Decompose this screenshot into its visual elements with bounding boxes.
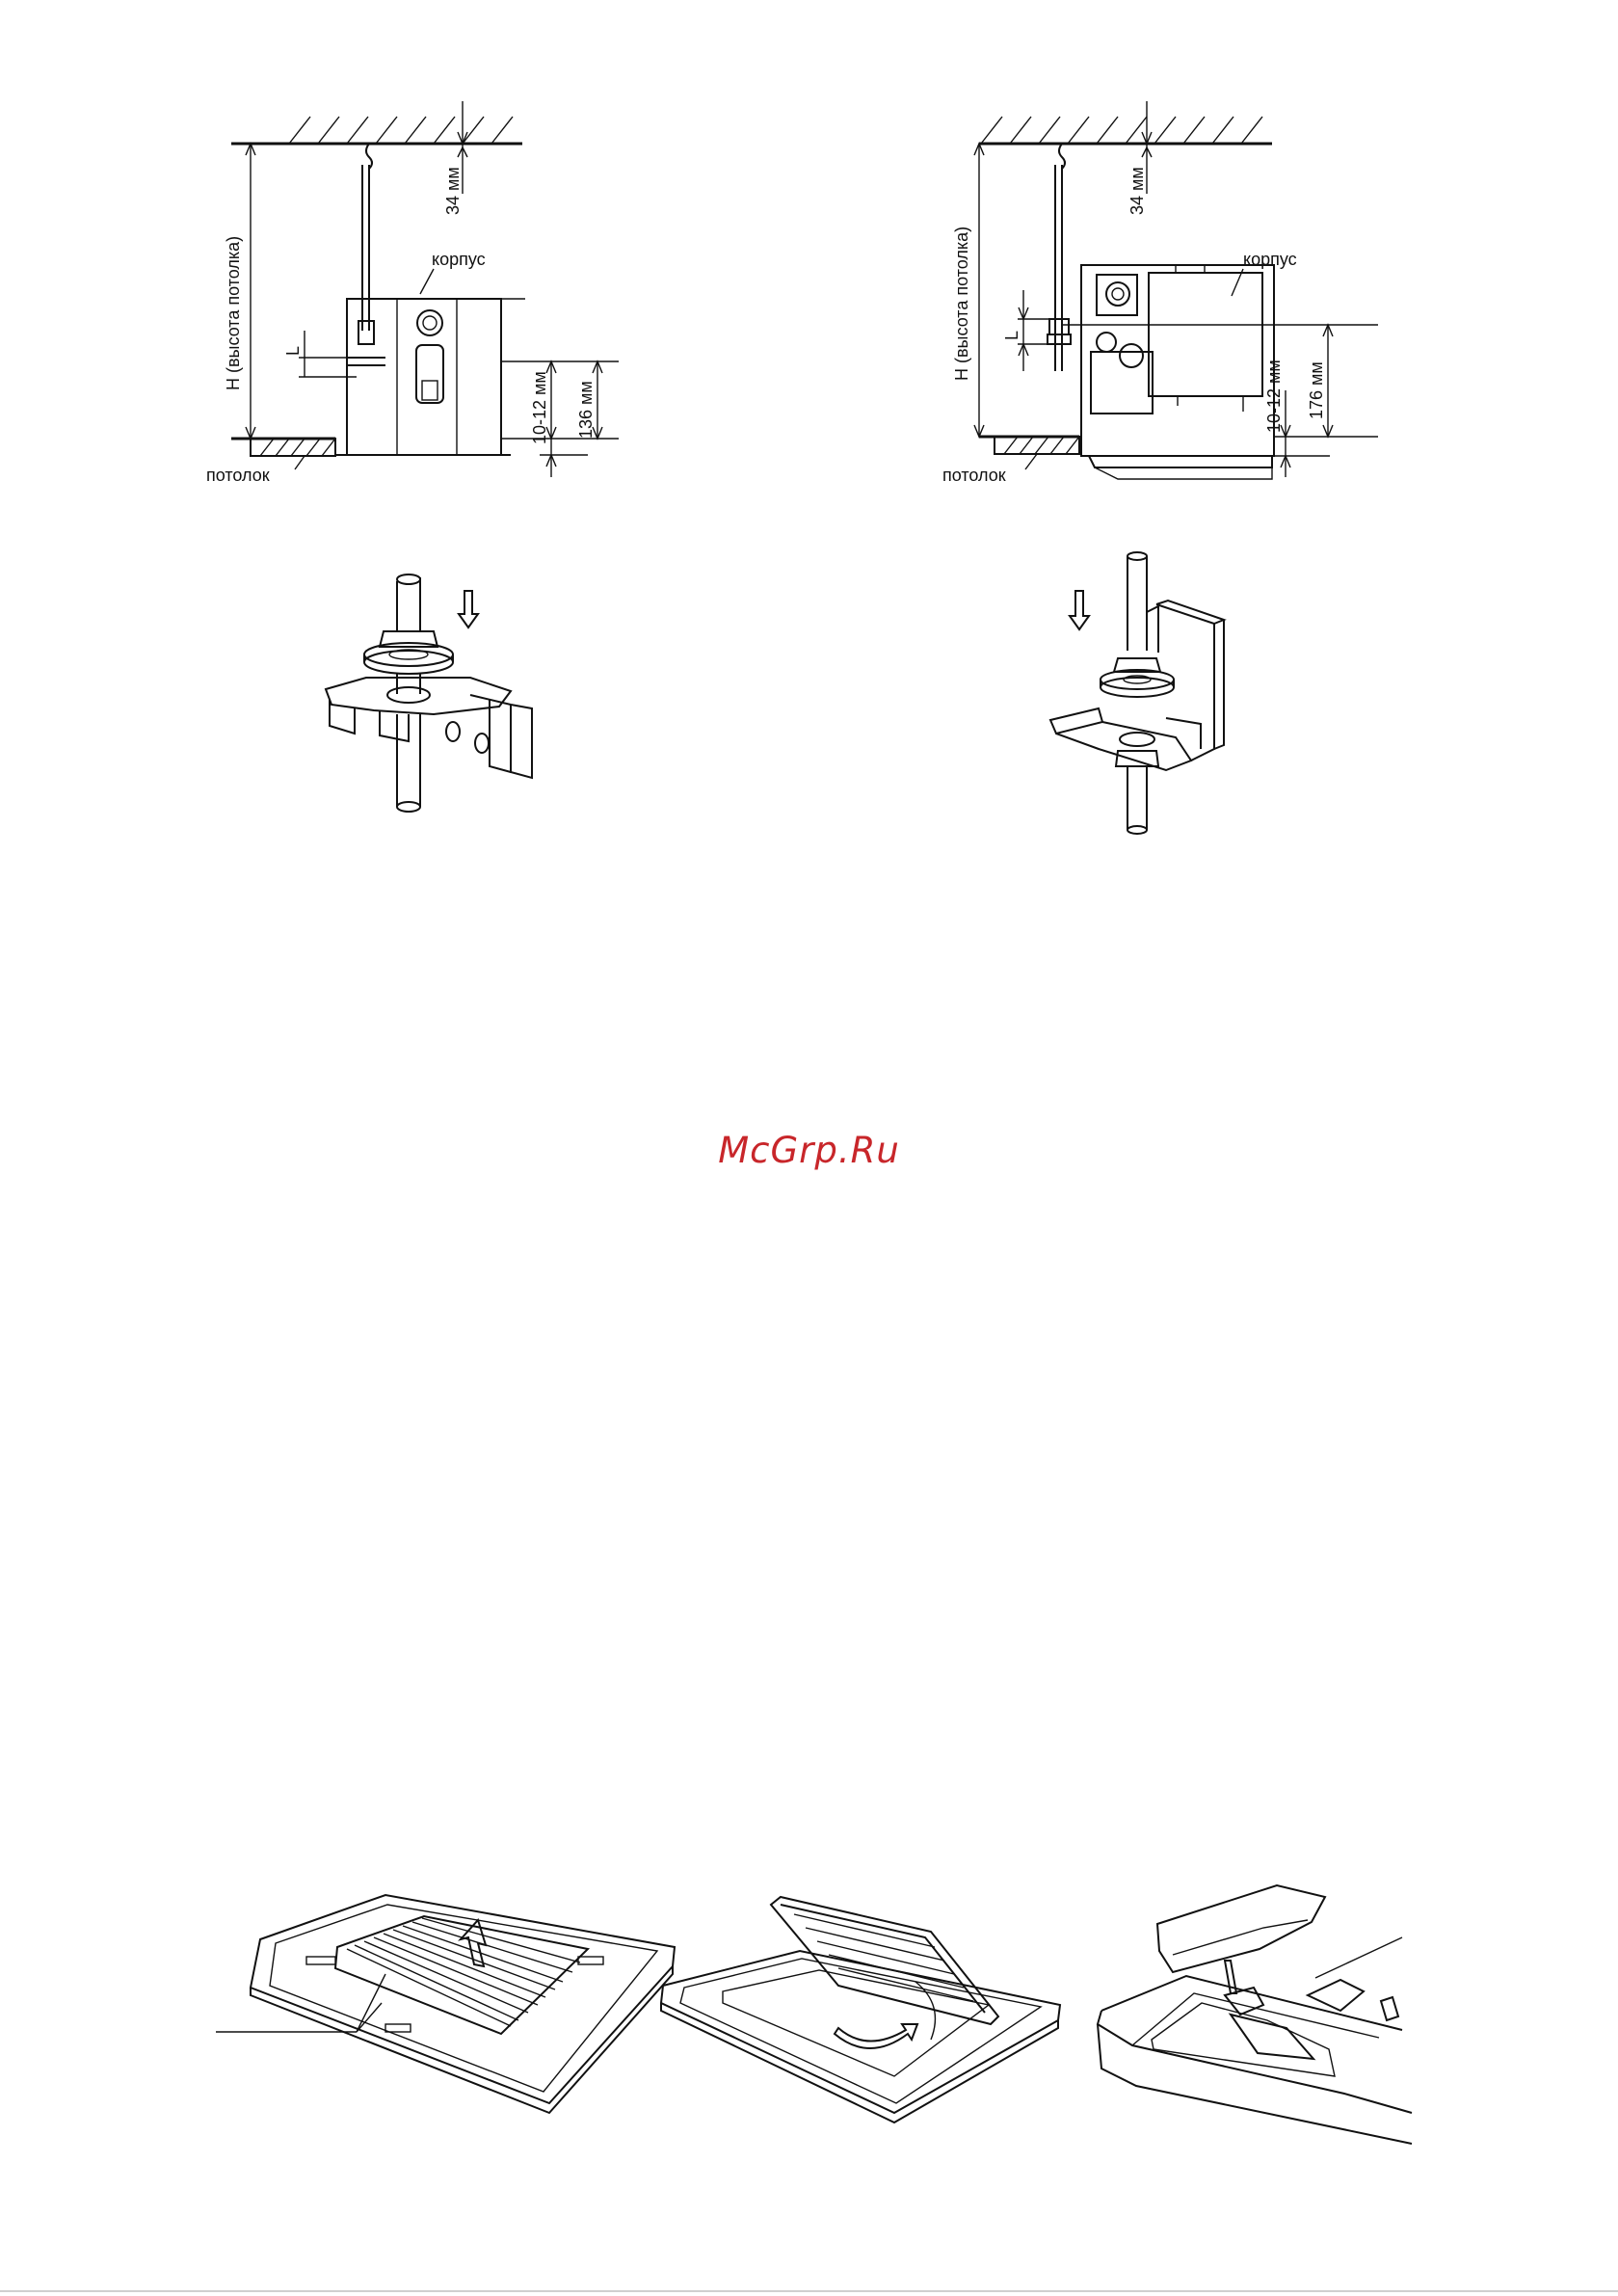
dim-34-label: 34 мм bbox=[443, 167, 463, 215]
housing-label: корпус bbox=[432, 250, 486, 269]
false-ceiling bbox=[979, 437, 1079, 454]
dim-l bbox=[1018, 290, 1048, 371]
unit-dimensions bbox=[501, 361, 619, 477]
dim-gap-label: 10-12 мм bbox=[530, 371, 549, 444]
ceiling-leader bbox=[295, 456, 305, 469]
dim-unit-label: 176 мм bbox=[1307, 361, 1326, 419]
dim-gap-label: 10-12 мм bbox=[1264, 360, 1284, 433]
dim-unit-label: 136 мм bbox=[576, 381, 596, 439]
panel-illustration-3 bbox=[1094, 1880, 1421, 2159]
panel-illustration-1 bbox=[212, 1889, 684, 2140]
page-bottom-rule bbox=[0, 2290, 1618, 2292]
down-arrow-icon bbox=[459, 591, 478, 627]
ceiling-label: потолок bbox=[942, 466, 1006, 485]
housing-label: корпус bbox=[1243, 250, 1297, 269]
hanger-diagram-left: корпус потолок H (высота потолка) 34 мм … bbox=[193, 101, 655, 487]
ceiling-slab bbox=[231, 117, 522, 144]
dim-l-label: L bbox=[283, 346, 303, 356]
hanger-rod bbox=[347, 144, 385, 365]
bracket-detail-left bbox=[308, 554, 559, 824]
ceiling-leader bbox=[1025, 454, 1037, 469]
ceiling-label: потолок bbox=[206, 466, 270, 485]
false-ceiling bbox=[231, 439, 511, 456]
hanger-diagram-right: корпус потолок H (высота потолка) 34 мм … bbox=[925, 101, 1388, 487]
housing-leader bbox=[420, 269, 434, 294]
hanger-rod bbox=[1048, 144, 1071, 371]
ceiling-slab bbox=[979, 117, 1272, 144]
height-dimension bbox=[246, 144, 255, 439]
height-dimension bbox=[974, 144, 984, 437]
unit-dimensions bbox=[1062, 325, 1378, 477]
dim-l-label: L bbox=[1002, 331, 1021, 340]
down-arrow-icon bbox=[1070, 591, 1089, 629]
watermark: McGrp.Ru bbox=[0, 1130, 1618, 1171]
dim-34-label: 34 мм bbox=[1127, 167, 1147, 215]
panel-illustration-2 bbox=[655, 1889, 1079, 2140]
height-label: H (высота потолка) bbox=[952, 227, 971, 381]
height-label: H (высота потолка) bbox=[224, 236, 243, 390]
unit-body bbox=[1081, 265, 1274, 479]
rotate-arrow-icon bbox=[835, 2024, 917, 2048]
bracket-detail-right bbox=[1021, 545, 1243, 843]
